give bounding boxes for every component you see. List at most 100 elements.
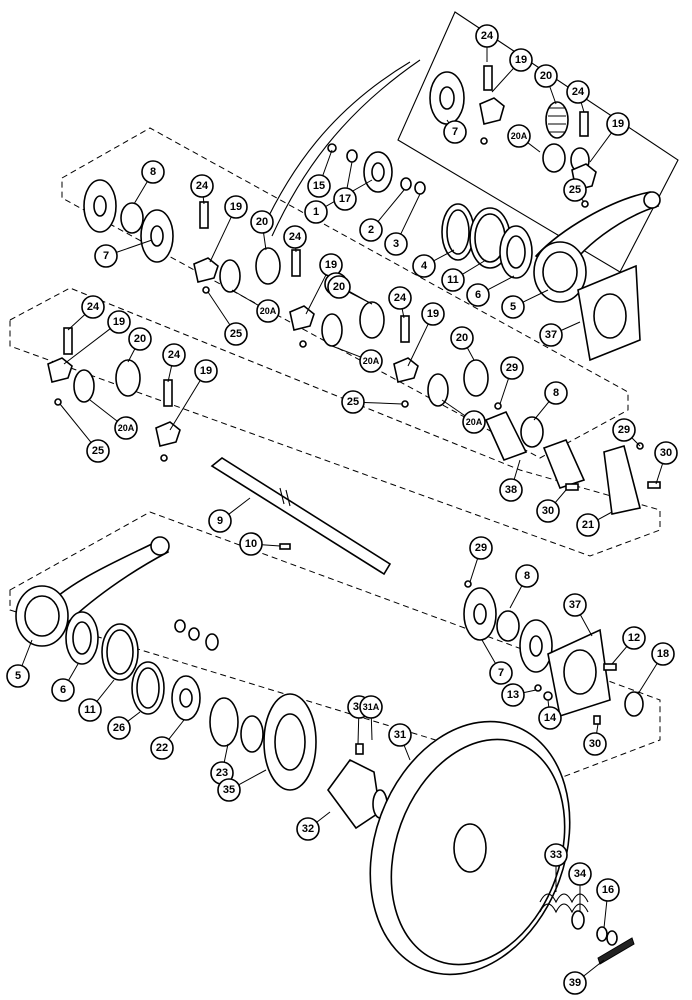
callout-circle [78, 698, 102, 722]
part-callout: 24 [475, 24, 499, 48]
leader-line [59, 403, 92, 443]
callout-circle [150, 736, 174, 760]
callout-circle [563, 971, 587, 995]
group-outlines [9, 127, 661, 779]
callout-circle [359, 349, 383, 373]
leader-line [441, 399, 466, 417]
leader-line [169, 380, 201, 431]
callout-label: 39 [569, 977, 581, 989]
leader-line [67, 314, 86, 331]
part-callout: 20 [128, 327, 152, 351]
leader-line [202, 196, 205, 205]
callout-label: 22 [156, 742, 168, 754]
callout-circle [583, 732, 607, 756]
callout-label: 24 [289, 231, 302, 243]
callout-label: 37 [569, 599, 581, 611]
callout-circle [538, 706, 562, 730]
callout-label: 1 [313, 206, 319, 218]
callout-circle [515, 564, 539, 588]
leader-line [403, 745, 411, 761]
leader-line [631, 437, 641, 447]
callout-circle [462, 410, 486, 434]
part-callout: 20 [450, 326, 474, 350]
part-callout: 20 [534, 64, 558, 88]
callout-circle [612, 418, 636, 442]
part-callout: 24 [81, 295, 105, 319]
callout-label: 9 [217, 515, 223, 527]
callout-label: 19 [612, 118, 624, 130]
leader-line [637, 663, 658, 695]
part-callout: 29 [500, 356, 524, 380]
callout-circle [224, 195, 248, 219]
callout-label: 35 [223, 784, 235, 796]
leader-line [433, 249, 455, 262]
part-callout: 20 [250, 210, 274, 234]
callout-circle [194, 359, 218, 383]
leader-line [316, 811, 331, 823]
callout-label: 26 [113, 722, 125, 734]
leader-line [127, 711, 141, 722]
callout-circle [250, 210, 274, 234]
part-callout: 2 [359, 218, 383, 242]
part-callout: 39 [563, 971, 587, 995]
leader-line [527, 142, 541, 153]
callout-label: 34 [574, 868, 587, 880]
part-callout: 1 [304, 200, 328, 224]
callout-circle [606, 112, 630, 136]
leader-line [348, 291, 373, 305]
callout-label: 5 [15, 670, 21, 682]
leader-line [363, 401, 403, 405]
part-callout: 30 [536, 499, 560, 523]
leader-line [63, 328, 111, 365]
leader-line [168, 719, 185, 740]
callout-label: 7 [498, 667, 504, 679]
part-callout: 31A [359, 695, 383, 719]
leader-line [346, 161, 353, 189]
callout-label: 8 [524, 570, 530, 582]
callout-circle [576, 513, 600, 537]
part-callout: 25 [563, 178, 587, 202]
inset-frame [397, 11, 679, 273]
part-callout: 19 [224, 195, 248, 219]
part-callout: 18 [651, 642, 675, 666]
part-callout: 19 [194, 359, 218, 383]
callout-circle [114, 416, 138, 440]
leader-line [407, 323, 429, 367]
callout-label: 24 [168, 349, 181, 361]
part-callout: 7 [489, 661, 513, 685]
part-callout: 20A [359, 349, 383, 373]
part-callout: 34 [568, 862, 592, 886]
part-callout: 15 [307, 174, 331, 198]
callout-label: 30 [589, 738, 601, 750]
callout-label: 25 [569, 184, 581, 196]
callout-circle [304, 200, 328, 224]
part-callout: 29 [612, 418, 636, 442]
lower-parts [15, 536, 644, 976]
callout-circle [421, 302, 445, 326]
callout-label: 19 [325, 259, 337, 271]
part-callout: 38 [499, 478, 523, 502]
callout-circle [412, 254, 436, 278]
leader-line [583, 959, 605, 977]
callout-label: 19 [515, 54, 527, 66]
callout-circle [341, 390, 365, 414]
callout-circle [388, 286, 412, 310]
callout-circle [208, 509, 232, 533]
callout-label: 4 [421, 260, 428, 272]
callout-label: 20 [134, 333, 146, 345]
callout-circle [501, 683, 525, 707]
callout-circle [359, 695, 383, 719]
callout-label: 11 [447, 274, 459, 286]
callout-circle [568, 862, 592, 886]
leader-line [522, 289, 549, 303]
callout-circle [81, 295, 105, 319]
leader-line [513, 459, 521, 480]
leader-line [580, 102, 585, 113]
part-callout: 3 [384, 232, 408, 256]
callout-label: 37 [545, 329, 557, 341]
part-callout: 19 [319, 253, 343, 277]
part-callout: 13 [501, 683, 525, 707]
callout-label: 8 [150, 166, 156, 178]
callout-circle [441, 268, 465, 292]
